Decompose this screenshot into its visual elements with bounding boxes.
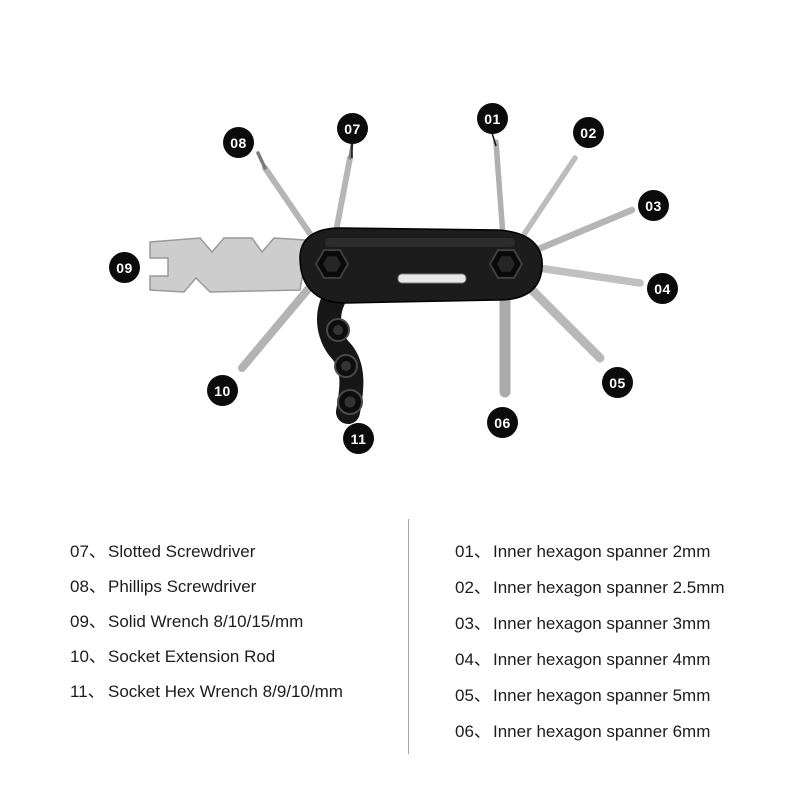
legend-item-label: Inner hexagon spanner 3mm: [493, 614, 711, 633]
legend-item-number: 11、: [70, 682, 105, 701]
callout-badge-01: 01: [477, 103, 508, 134]
legend-item-number: 06、: [455, 722, 491, 741]
legend-item-number: 09、: [70, 612, 106, 631]
callout-badge-09: 09: [109, 252, 140, 283]
legend-item-label: Inner hexagon spanner 4mm: [493, 650, 711, 669]
callout-number: 08: [230, 134, 247, 151]
legend-item-label: Socket Hex Wrench 8/9/10/mm: [108, 682, 343, 701]
callout-number: 07: [344, 120, 361, 137]
legend-item-label: Phillips Screwdriver: [108, 577, 257, 596]
legend-item-label: Inner hexagon spanner 6mm: [493, 722, 711, 741]
legend-item-07: 07、 Slotted Screwdriver: [70, 543, 343, 561]
callout-badge-03: 03: [638, 190, 669, 221]
multitool-illustration: [149, 132, 644, 424]
callout-badge-10: 10: [207, 375, 238, 406]
legend-item-01: 01、 Inner hexagon spanner 2mm: [455, 543, 725, 561]
callout-number: 02: [580, 124, 597, 141]
legend-item-number: 10、: [70, 647, 106, 666]
legend-item-label: Inner hexagon spanner 2mm: [493, 542, 711, 561]
legend-item-label: Inner hexagon spanner 5mm: [493, 686, 711, 705]
legend-item-label: Solid Wrench 8/10/15/mm: [108, 612, 304, 631]
legend-item-08: 08、 Phillips Screwdriver: [70, 578, 343, 596]
legend-left-column: 07、 Slotted Screwdriver 08、 Phillips Scr…: [70, 543, 343, 701]
legend-item-02: 02、 Inner hexagon spanner 2.5mm: [455, 579, 725, 597]
callout-badge-05: 05: [602, 367, 633, 398]
callout-badge-04: 04: [647, 273, 678, 304]
callout-badge-11: 11: [343, 423, 374, 454]
callout-number: 06: [494, 414, 511, 431]
legend-item-number: 01、: [455, 542, 491, 561]
legend-item-10: 10、 Socket Extension Rod: [70, 648, 343, 666]
legend-item-number: 02、: [455, 578, 491, 597]
callout-badge-07: 07: [337, 113, 368, 144]
legend-item-number: 05、: [455, 686, 491, 705]
legend-divider: [408, 519, 409, 754]
legend-item-number: 08、: [70, 577, 106, 596]
legend-item-11: 11、 Socket Hex Wrench 8/9/10/mm: [70, 683, 343, 701]
callout-number: 01: [484, 110, 501, 127]
legend-item-number: 04、: [455, 650, 491, 669]
tool-figure: 01 02 03 04 05 06 07 08 09 10 11: [109, 103, 678, 454]
legend-item-04: 04、 Inner hexagon spanner 4mm: [455, 651, 725, 669]
legend-item-label: Slotted Screwdriver: [108, 542, 256, 561]
callout-number: 09: [116, 259, 133, 276]
legend-item-number: 07、: [70, 542, 106, 561]
callout-number: 05: [609, 374, 626, 391]
legend-item-label: Socket Extension Rod: [108, 647, 276, 666]
legend-right-column: 01、 Inner hexagon spanner 2mm 02、 Inner …: [455, 543, 725, 741]
solid-wrench-shape: [149, 237, 306, 293]
callout-badge-02: 02: [573, 117, 604, 148]
callout-number: 04: [654, 280, 671, 297]
callout-number: 10: [214, 382, 231, 399]
callout-number: 11: [350, 430, 367, 447]
legend-item-06: 06、 Inner hexagon spanner 6mm: [455, 723, 725, 741]
callout-badge-06: 06: [487, 407, 518, 438]
legend-item-09: 09、 Solid Wrench 8/10/15/mm: [70, 613, 343, 631]
legend-item-number: 03、: [455, 614, 491, 633]
callout-number: 03: [645, 197, 662, 214]
legend-item-05: 05、 Inner hexagon spanner 5mm: [455, 687, 725, 705]
legend-item-03: 03、 Inner hexagon spanner 3mm: [455, 615, 725, 633]
legend-item-label: Inner hexagon spanner 2.5mm: [493, 578, 725, 597]
callout-badge-08: 08: [223, 127, 254, 158]
